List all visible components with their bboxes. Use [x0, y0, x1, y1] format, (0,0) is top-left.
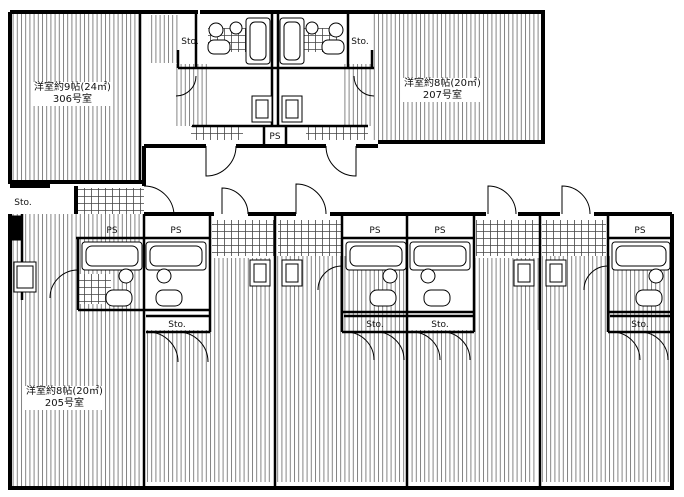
ps-labels: PS PS PS PS PS PS: [106, 132, 645, 236]
kitchen-fixtures: [11, 95, 567, 293]
room-number: 207号室: [422, 90, 462, 101]
ps-label: PS: [369, 226, 380, 236]
partitions: [20, 12, 672, 488]
sto-label: Sto.: [168, 320, 185, 330]
sto-label: Sto.: [366, 320, 383, 330]
tile-areas: [78, 28, 606, 304]
doors: [49, 75, 669, 363]
room-label-306: 洋室約9帖(24㎡) 306号室: [32, 82, 113, 106]
room-label-207: 洋室約8帖(20㎡) 207号室: [402, 78, 483, 102]
ps-label: PS: [106, 226, 117, 236]
toilets-sinks: [105, 21, 664, 307]
room-number: 306号室: [52, 94, 92, 105]
bathtubs: [81, 17, 671, 271]
sto-label: Sto.: [431, 320, 448, 330]
ps-label: PS: [634, 226, 645, 236]
storage-labels: Sto. Sto. Sto. Sto. Sto. Sto. Sto.: [14, 37, 648, 330]
room-type: 洋室約8帖(20㎡): [404, 78, 481, 89]
ps-label: PS: [269, 132, 280, 142]
room-type: 洋室約8帖(20㎡): [26, 386, 103, 397]
sto-label: Sto.: [351, 37, 368, 47]
room-type: 洋室約9帖(24㎡): [34, 82, 111, 93]
ps-label: PS: [170, 226, 181, 236]
ps-label: PS: [434, 226, 445, 236]
room-label-205: 洋室約8帖(20㎡) 205号室: [24, 386, 105, 410]
room-number: 205号室: [44, 398, 84, 409]
sto-label: Sto.: [181, 37, 198, 47]
sto-label: Sto.: [14, 198, 31, 208]
sto-label: Sto.: [631, 320, 648, 330]
floor-areas: [12, 14, 670, 486]
